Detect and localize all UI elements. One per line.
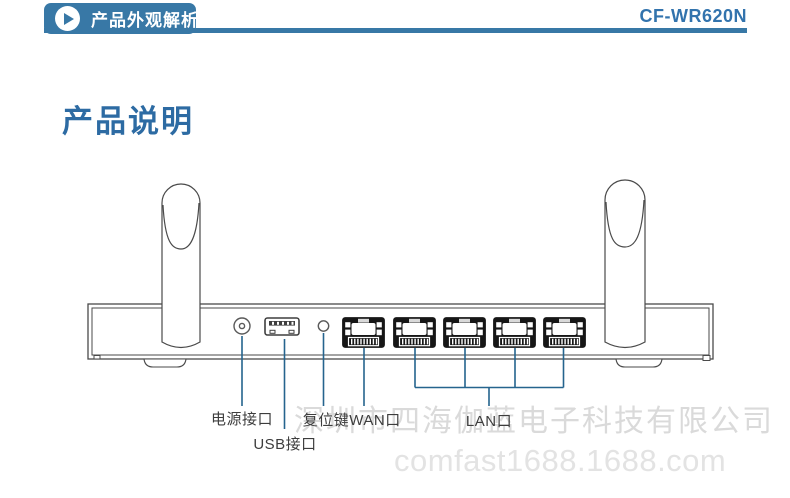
section-badge: 产品外观解析: [44, 3, 199, 34]
wan-ethernet-port-icon: [342, 317, 385, 348]
product-model-number: CF-WR620N: [639, 6, 747, 26]
antenna-right: [604, 179, 646, 349]
usb-port-label: USB接口: [253, 436, 317, 453]
reset-button-label: 复位键: [302, 412, 350, 429]
play-icon: [55, 6, 80, 31]
lan2-ethernet-port-icon: [443, 317, 486, 348]
power-port-icon: [233, 317, 251, 335]
usb-port-icon: [264, 317, 300, 336]
antenna-left: [161, 183, 201, 349]
wan-port-label: WAN口: [349, 412, 401, 429]
lan1-ethernet-port-icon: [393, 317, 436, 348]
lan-ports-label: LAN口: [465, 413, 513, 430]
power-port-label: 电源接口: [210, 411, 274, 428]
section-title: 产品外观解析: [91, 11, 199, 30]
callout-lines: [241, 333, 565, 429]
header-divider-rule: [44, 28, 747, 33]
lan-bracket-lines: [414, 348, 565, 406]
router-foot-right: [615, 358, 663, 368]
page-title: 产品说明: [62, 104, 194, 139]
reset-button-icon: [317, 320, 330, 332]
lan3-ethernet-port-icon: [493, 317, 536, 348]
router-foot-left: [143, 358, 187, 368]
lan4-ethernet-port-icon: [543, 317, 586, 348]
